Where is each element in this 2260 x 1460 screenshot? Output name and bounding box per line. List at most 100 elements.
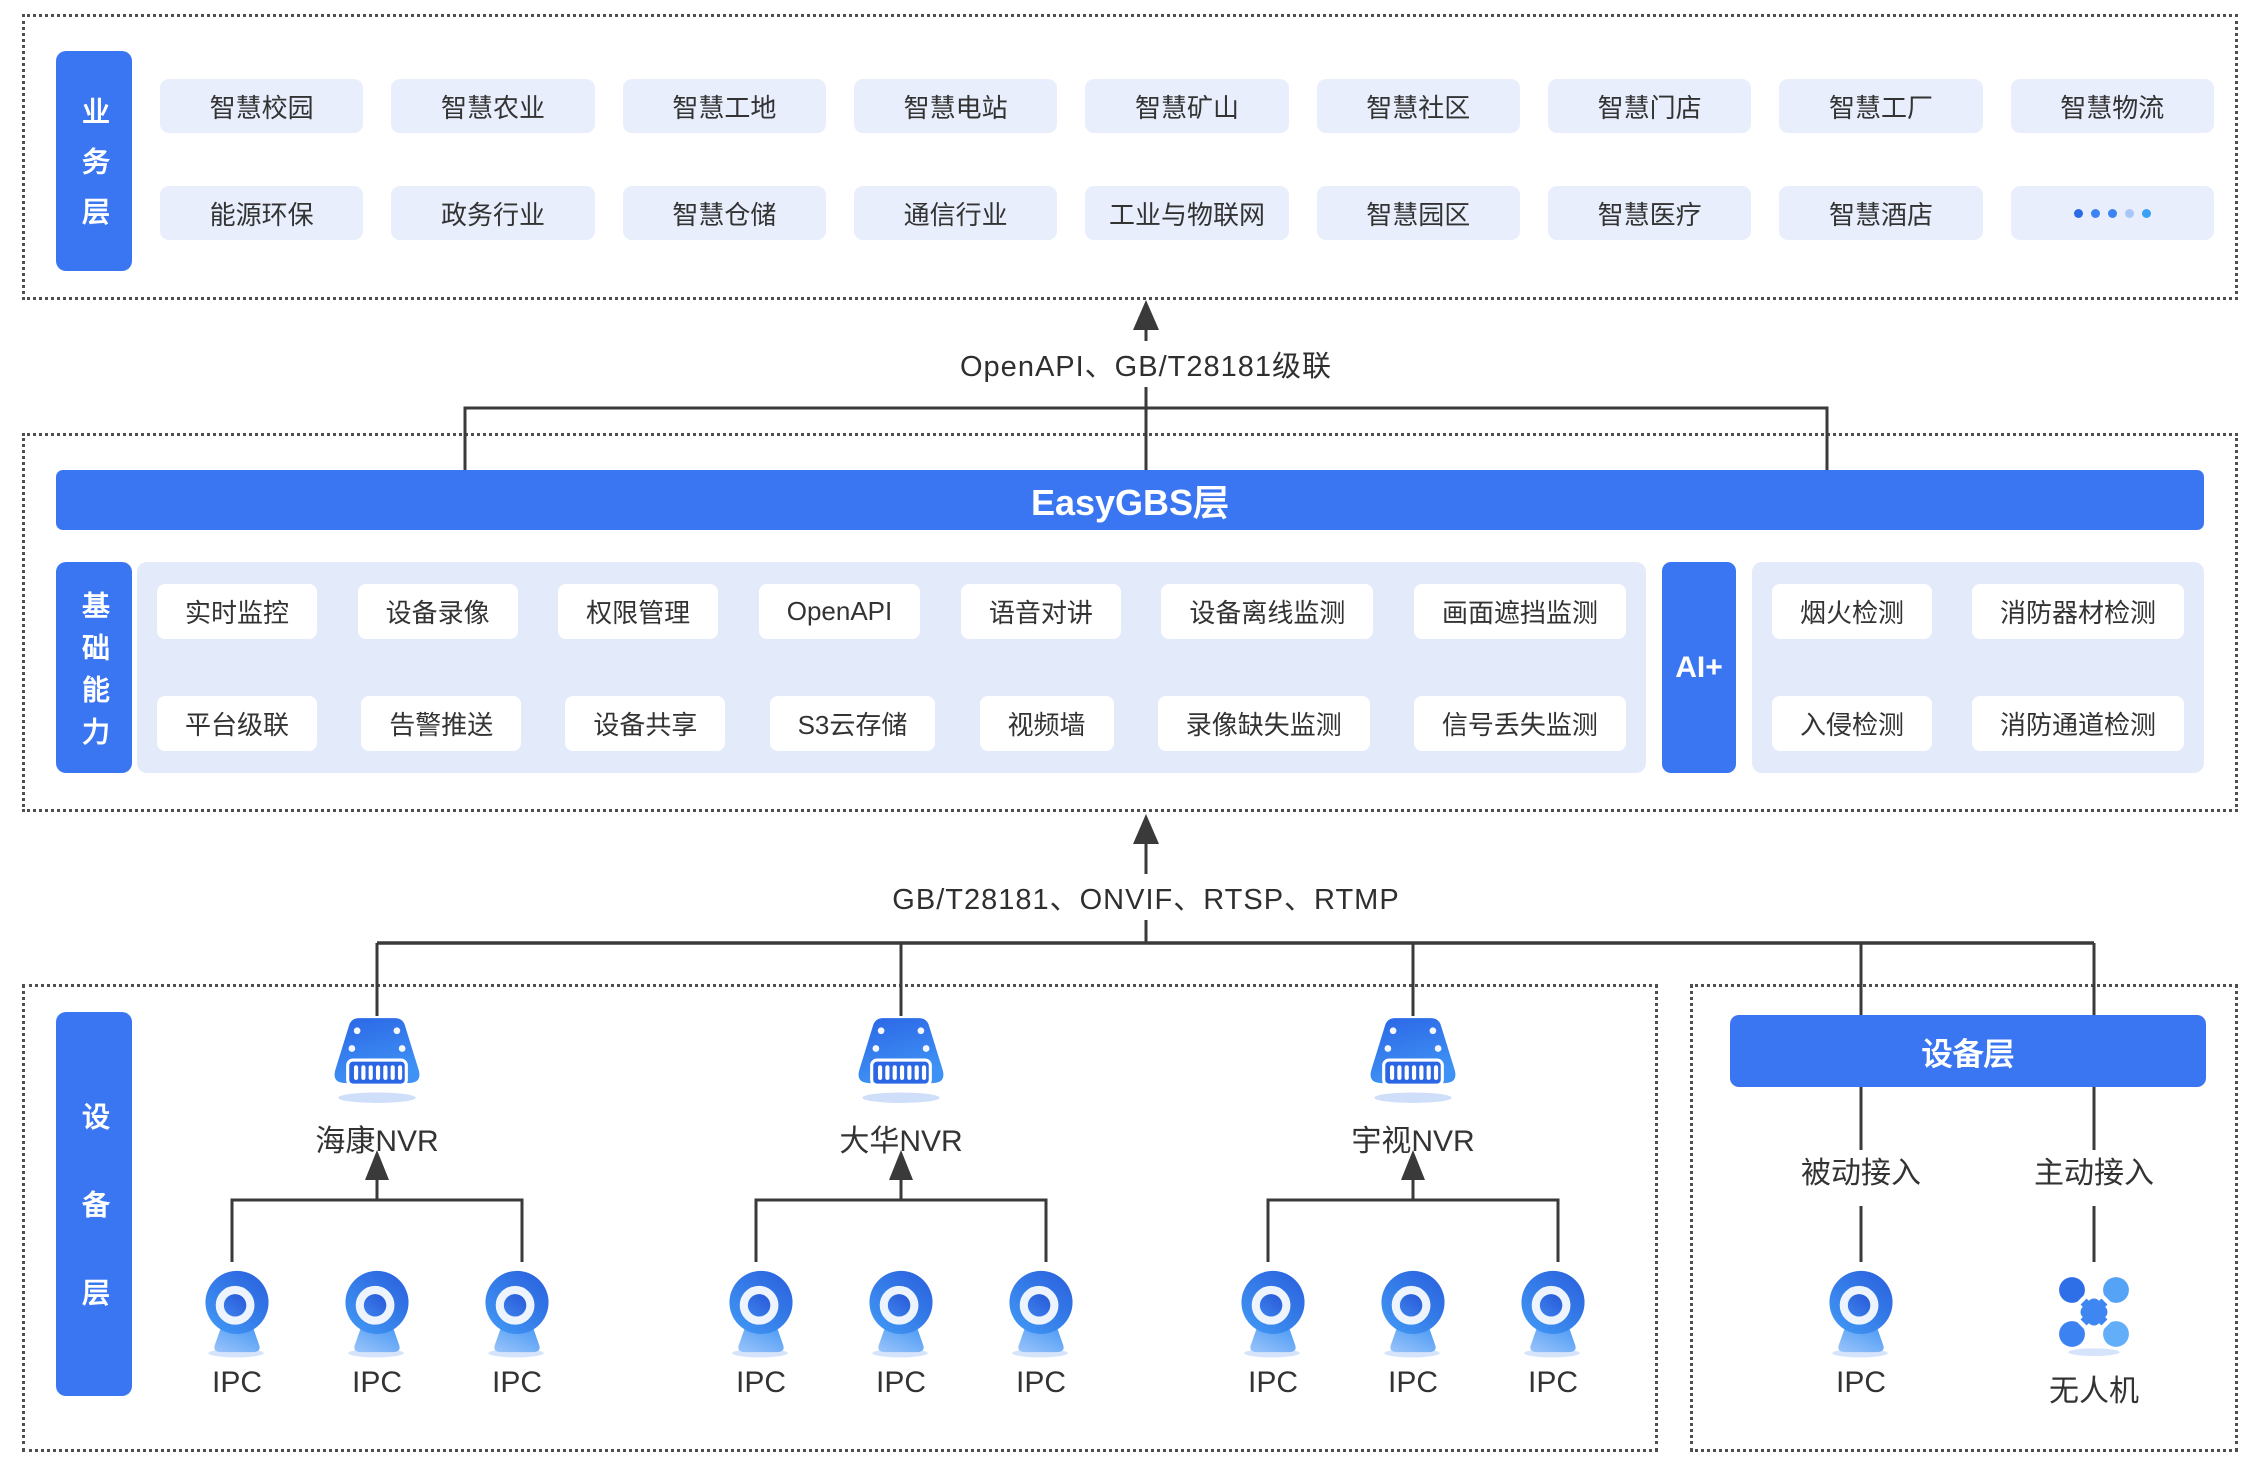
business-layer-title: 业务层 bbox=[56, 51, 132, 271]
nvr-icon bbox=[334, 1018, 420, 1103]
business-chip: 智慧校园 bbox=[160, 79, 364, 133]
ipc-camera-icon bbox=[1521, 1270, 1585, 1358]
business-chip: 智慧物流 bbox=[2010, 79, 2214, 133]
ipc-label: IPC bbox=[211, 1366, 262, 1399]
ipc-item: IPC bbox=[182, 1266, 292, 1400]
nvr-group-uniview: 宇视NVR IPC IP bbox=[1213, 1014, 1613, 1424]
ipc-item: IPC bbox=[986, 1266, 1096, 1400]
business-chip: 智慧工厂 bbox=[1779, 79, 1983, 133]
ipc-label: IPC bbox=[491, 1366, 542, 1399]
capability-chip: 设备离线监测 bbox=[1161, 584, 1374, 639]
ipc-camera-icon bbox=[1009, 1270, 1073, 1358]
ipc-label: IPC bbox=[1247, 1366, 1298, 1399]
ipc-item: IPC bbox=[1498, 1266, 1608, 1400]
ipc-row: IPC IPC IP bbox=[182, 1266, 572, 1400]
passive-access-column: 被动接入 IPC bbox=[1771, 1148, 1951, 1400]
business-chip-row-1: 智慧校园 智慧农业 智慧工地 智慧电站 智慧矿山 智慧社区 智慧门店 智慧工厂 … bbox=[160, 79, 2214, 133]
ipc-row: IPC IPC IP bbox=[1218, 1266, 1608, 1400]
business-chip: 智慧工地 bbox=[622, 79, 826, 133]
ipc-camera-icon bbox=[869, 1270, 933, 1358]
nvr-name: 海康NVR bbox=[315, 1125, 439, 1158]
ipc-camera-icon bbox=[1241, 1270, 1305, 1358]
ai-row-2: 入侵检测 消防通道检测 bbox=[1772, 696, 2184, 751]
business-chip: 智慧社区 bbox=[1316, 79, 1520, 133]
business-chip: 工业与物联网 bbox=[1085, 186, 1289, 240]
business-chip: 通信行业 bbox=[853, 186, 1058, 240]
ipc-camera-icon bbox=[345, 1270, 409, 1358]
top-protocol-label: OpenAPI、GB/T28181级联 bbox=[944, 341, 1348, 387]
capability-chip: 录像缺失监测 bbox=[1157, 696, 1370, 751]
business-chip: 智慧园区 bbox=[1316, 186, 1520, 240]
ai-chip: 入侵检测 bbox=[1772, 696, 1933, 751]
nvr-icon bbox=[1370, 1018, 1456, 1103]
top-arrowhead-icon bbox=[1133, 300, 1159, 330]
ipc-item: IPC bbox=[846, 1266, 956, 1400]
capability-row-2: 平台级联 告警推送 设备共享 S3云存储 视频墙 录像缺失监测 信号丢失监测 bbox=[157, 696, 1626, 751]
business-chip: 政务行业 bbox=[391, 186, 595, 240]
capability-row-1: 实时监控 设备录像 权限管理 OpenAPI 语音对讲 设备离线监测 画面遮挡监… bbox=[157, 584, 1626, 639]
business-chip: 智慧酒店 bbox=[1779, 186, 1983, 240]
capability-chip: 设备共享 bbox=[565, 696, 726, 751]
ipc-label: IPC bbox=[1387, 1366, 1438, 1399]
core-capability-panel: 实时监控 设备录像 权限管理 OpenAPI 语音对讲 设备离线监测 画面遮挡监… bbox=[137, 562, 1646, 773]
ipc-label: IPC bbox=[1527, 1366, 1578, 1399]
ai-plus-title: AI+ bbox=[1662, 562, 1736, 773]
ai-chip: 消防通道检测 bbox=[1971, 696, 2184, 751]
capability-chip: S3云存储 bbox=[769, 696, 936, 751]
bottom-protocol-label: GB/T28181、ONVIF、RTSP、RTMP bbox=[876, 874, 1416, 920]
ipc-item: IPC bbox=[322, 1266, 432, 1400]
capability-chip: 告警推送 bbox=[361, 696, 522, 751]
core-capability-title: 基础能力 bbox=[56, 562, 132, 773]
ipc-item: IPC bbox=[1358, 1266, 1468, 1400]
easygbs-layer-bar: EasyGBS层 bbox=[56, 470, 2204, 530]
passive-access-label: 被动接入 bbox=[1801, 1157, 1921, 1190]
business-chip: 智慧仓储 bbox=[622, 186, 826, 240]
ipc-row: IPC IPC IP bbox=[706, 1266, 1096, 1400]
ai-chip: 烟火检测 bbox=[1772, 584, 1933, 639]
capability-chip: 画面遮挡监测 bbox=[1413, 584, 1626, 639]
capability-chip: 实时监控 bbox=[157, 584, 318, 639]
active-access-column: 主动接入 无人机 bbox=[2004, 1148, 2184, 1410]
ipc-item: IPC bbox=[706, 1266, 816, 1400]
ipc-camera-icon bbox=[1829, 1270, 1893, 1358]
bottom-arrowhead-icon bbox=[1133, 814, 1159, 844]
ipc-label: IPC bbox=[1835, 1366, 1886, 1399]
capability-chip: 语音对讲 bbox=[960, 584, 1121, 639]
ai-row-1: 烟火检测 消防器材检测 bbox=[1772, 584, 2184, 639]
capability-chip: 平台级联 bbox=[157, 696, 318, 751]
nvr-name: 宇视NVR bbox=[1351, 1125, 1475, 1158]
ipc-label: IPC bbox=[875, 1366, 926, 1399]
ipc-item: IPC bbox=[1218, 1266, 1328, 1400]
capability-chip: 信号丢失监测 bbox=[1413, 696, 1626, 751]
ipc-item: IPC bbox=[462, 1266, 572, 1400]
nvr-group-hikvision: 海康NVR IPC IP bbox=[177, 1014, 577, 1424]
business-chip: 智慧门店 bbox=[1547, 79, 1752, 133]
ipc-camera-icon bbox=[729, 1270, 793, 1358]
drone-icon bbox=[2059, 1277, 2129, 1356]
access-device-layer-bar: 设备层 bbox=[1730, 1015, 2206, 1087]
business-chip: 智慧农业 bbox=[391, 79, 595, 133]
business-chip: 智慧矿山 bbox=[1085, 79, 1289, 133]
ipc-camera-icon bbox=[205, 1270, 269, 1358]
ai-chip: 消防器材检测 bbox=[1971, 584, 2184, 639]
ipc-camera-icon bbox=[485, 1270, 549, 1358]
nvr-icon bbox=[858, 1018, 944, 1103]
capability-chip: 视频墙 bbox=[979, 696, 1114, 751]
business-chip-row-2: 能源环保 政务行业 智慧仓储 通信行业 工业与物联网 智慧园区 智慧医疗 智慧酒… bbox=[160, 186, 2214, 240]
ipc-label: IPC bbox=[351, 1366, 402, 1399]
capability-chip: 设备录像 bbox=[357, 584, 518, 639]
capability-chip: OpenAPI bbox=[758, 584, 921, 639]
capability-chip: 权限管理 bbox=[558, 584, 719, 639]
business-chip-more bbox=[2010, 186, 2214, 240]
ipc-label: IPC bbox=[735, 1366, 786, 1399]
drone-label: 无人机 bbox=[2049, 1375, 2139, 1408]
active-access-label: 主动接入 bbox=[2034, 1157, 2154, 1190]
ipc-camera-icon bbox=[1381, 1270, 1445, 1358]
business-chip: 能源环保 bbox=[160, 186, 364, 240]
more-dots-icon bbox=[2073, 208, 2151, 218]
nvr-name: 大华NVR bbox=[839, 1125, 963, 1158]
business-chip: 智慧医疗 bbox=[1547, 186, 1752, 240]
ai-capability-panel: 烟火检测 消防器材检测 入侵检测 消防通道检测 bbox=[1752, 562, 2204, 773]
business-layer-box bbox=[22, 14, 2238, 300]
